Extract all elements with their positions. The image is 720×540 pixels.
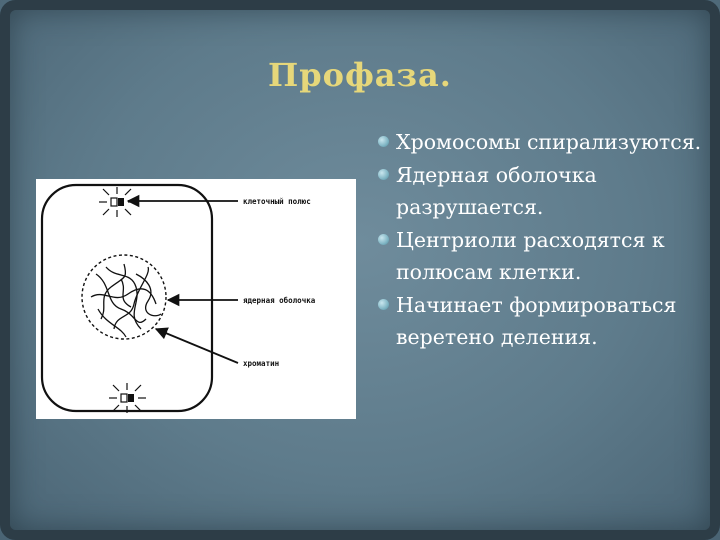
bullet-dot-icon — [378, 233, 389, 245]
bullet-text: Ядерная оболочка разрушается. — [396, 162, 597, 220]
bullet-item: Ядерная оболочка разрушается. — [376, 159, 706, 224]
slide-title: Профаза. — [268, 56, 452, 94]
cell-membrane — [40, 183, 214, 413]
label-nuclear-envelope: ядерная оболочка — [243, 296, 316, 305]
label-cell-pole: клеточный полюс — [243, 197, 311, 206]
bullet-dot-icon — [378, 168, 389, 180]
cell-diagram-svg: клеточный полюс ядерная оболочка хромати… — [40, 183, 316, 413]
label-chromatin: хроматин — [243, 359, 279, 368]
bullet-text: Центриоли расходятся к полюсам клетки. — [396, 227, 665, 285]
bullet-list: Хромосомы спирализуются. Ядерная оболочк… — [376, 126, 706, 354]
bullet-text: Начинает формироваться веретено деления. — [396, 292, 677, 350]
centriole-bottom — [109, 383, 146, 413]
bullet-dot-icon — [378, 136, 389, 147]
bullet-dot-icon — [378, 298, 389, 310]
bullet-text: Хромосомы спирализуются. — [396, 130, 702, 154]
nuclear-envelope — [81, 254, 167, 340]
chromatin-strands — [90, 263, 162, 338]
bullet-item: Хромосомы спирализуются. — [376, 126, 706, 159]
centriole-top — [99, 187, 136, 217]
bullet-item: Центриоли расходятся к полюсам клетки. — [376, 224, 706, 289]
arrow-chromatin — [154, 327, 239, 364]
prophase-diagram: клеточный полюс ядерная оболочка хромати… — [36, 179, 356, 419]
bullet-item: Начинает формироваться веретено деления. — [376, 289, 706, 354]
